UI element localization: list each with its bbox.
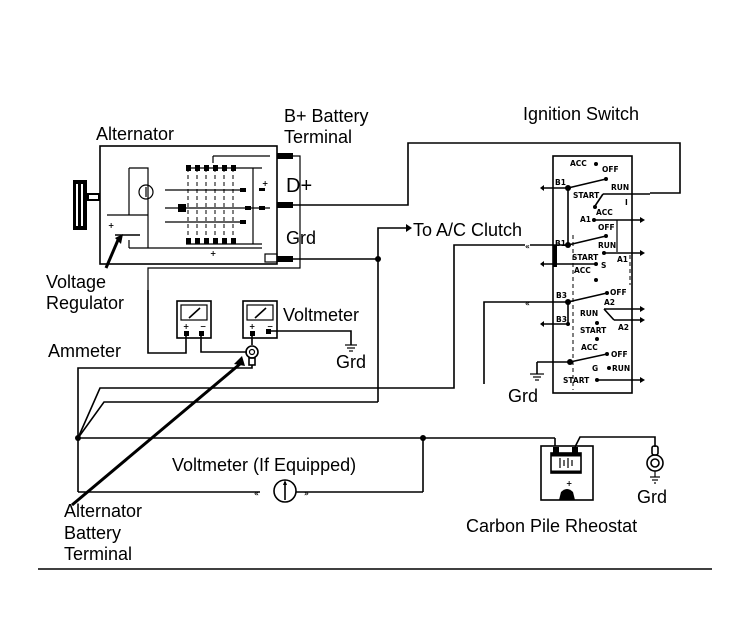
alternator-label: Alternator [96,124,174,144]
svg-text:«: « [525,299,530,308]
voltage-regulator-label-line2: Regulator [46,293,124,313]
svg-text:RUN: RUN [580,309,598,318]
svg-text:+: + [262,179,268,188]
grd-ignition-label: Grd [508,386,538,406]
svg-text:ACC: ACC [574,266,591,275]
voltmeter-if-equipped-label: Voltmeter (If Equipped) [172,455,356,475]
voltage-regulator-label-line1: Voltage [46,272,106,292]
diode-bridge: + + + [108,155,278,263]
svg-text:«: « [254,489,259,498]
svg-text:»: » [304,489,309,498]
carbon-pile-rheostat-label: Carbon Pile Rheostat [466,516,637,536]
voltmeter-if-equipped-icon [273,479,297,503]
svg-text:OFF: OFF [598,223,615,232]
ammeter-label: Ammeter [48,341,121,361]
svg-text:RUN: RUN [611,183,629,192]
svg-text:+: + [210,249,216,258]
svg-text:ACC: ACC [581,343,598,352]
b-plus-label-line2: Terminal [284,127,352,147]
svg-text:B1: B1 [555,178,566,187]
svg-text:A2: A2 [618,323,629,332]
svg-text:B3: B3 [556,315,567,324]
svg-text:«: « [525,242,530,251]
svg-text:START: START [573,191,600,200]
to-ac-clutch-label: To A/C Clutch [413,220,522,240]
svg-text:START: START [580,326,607,335]
svg-text:−: − [200,322,206,331]
regulator-pointer-arrow [104,239,120,269]
ignition-switch: ACC OFF B1 RUN START I A1 ACC OFF B1 « R… [520,155,650,394]
battery-terminal-stud-icon [245,345,259,366]
b-plus-label-line1: B+ Battery [284,106,369,126]
field-coil-icon [138,184,154,200]
svg-text:ACC: ACC [596,208,613,217]
svg-text:START: START [572,253,599,262]
svg-text:+: + [249,322,255,331]
svg-text:ACC: ACC [570,159,587,168]
ground-clamp-icon [646,445,664,484]
ammeter: + − [176,300,212,339]
pulley-icon [73,180,100,230]
grd-alternator-label: Grd [286,228,316,248]
svg-text:+: + [108,221,114,230]
d-plus-terminal [277,202,293,208]
svg-text:START: START [563,376,590,385]
svg-text:+: + [183,322,189,331]
alt-battery-terminal-label-line2: Battery [64,523,121,543]
d-plus-label: D+ [286,175,312,197]
svg-text:G: G [592,364,598,373]
ignition-switch-label: Ignition Switch [523,104,639,124]
svg-text:B1: B1 [555,239,566,248]
svg-text:OFF: OFF [610,288,627,297]
carbon-pile-rheostat: + [540,445,594,501]
grd-terminal [277,256,293,262]
svg-text:S: S [601,261,606,270]
svg-text:+: + [566,479,572,488]
svg-text:B3: B3 [556,291,567,300]
ac-clutch-wire [377,227,406,259]
grd-rheostat-label: Grd [637,487,667,507]
svg-text:RUN: RUN [612,364,630,373]
rheostat-knob-icon [559,489,575,500]
d-plus-wire [293,142,681,206]
svg-text:A1: A1 [580,215,591,224]
voltmeter-label: Voltmeter [283,305,359,325]
ground-icon [345,344,357,352]
alt-battery-terminal-pointer-arrow [71,362,241,507]
svg-text:OFF: OFF [611,350,628,359]
alt-battery-terminal-label-line3: Terminal [64,544,132,564]
svg-text:A1: A1 [617,255,628,264]
svg-text:RUN: RUN [598,241,616,250]
alternator: + + + [73,145,301,290]
svg-text:A2: A2 [604,298,615,307]
svg-text:−: − [267,322,273,331]
voltmeter: + − [242,300,278,339]
alt-battery-terminal-label-line1: Alternator [64,501,142,521]
ground-icon [530,373,544,381]
grd-voltmeter-label: Grd [336,352,366,372]
svg-text:OFF: OFF [602,165,619,174]
svg-text:I: I [625,198,628,207]
